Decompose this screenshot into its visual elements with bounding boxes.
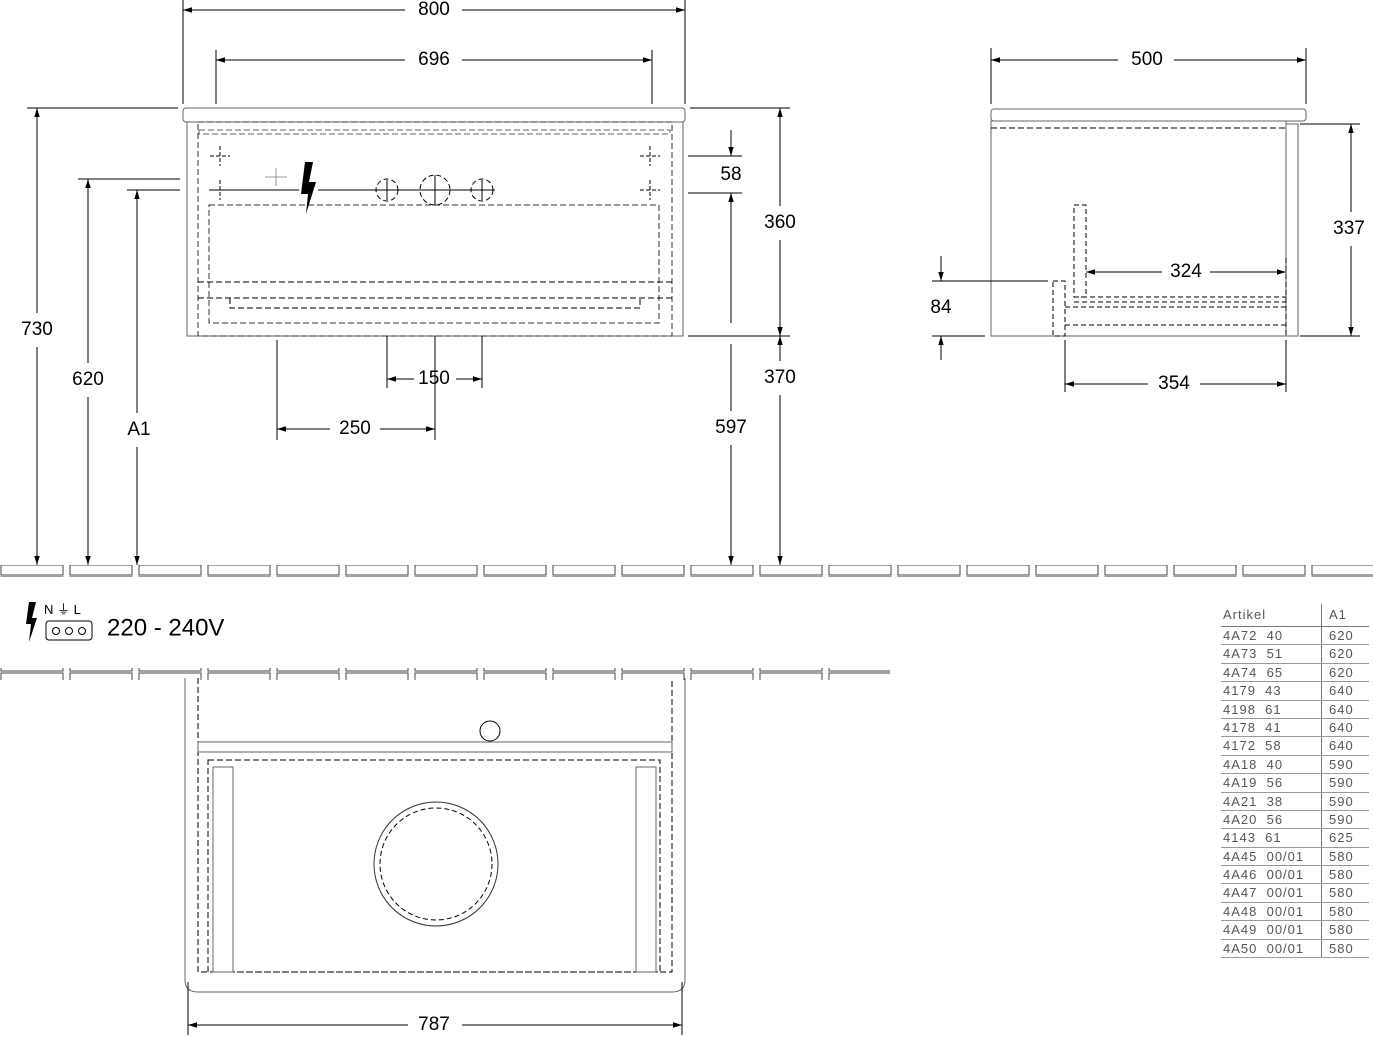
dim-58: 58 (720, 164, 741, 185)
table-row: 4A18 40 590 (1221, 755, 1369, 775)
artikel-cell: 4A47 00/01 (1221, 884, 1322, 902)
table-row: 4A72 40 620 (1221, 627, 1369, 646)
artikel-cell: 4A48 00/01 (1221, 902, 1322, 921)
a1-cell: 580 (1329, 903, 1354, 919)
table-header: Artikel A1 (1221, 604, 1369, 627)
a1-cell: 640 (1329, 683, 1354, 699)
table-row: 4178 41 640 (1221, 718, 1369, 738)
table-row: 4A46 00/01 580 (1221, 866, 1369, 885)
a1-cell: 625 (1329, 830, 1354, 846)
dim-696: 696 (418, 49, 450, 70)
table-row: 4A47 00/01 580 (1221, 884, 1369, 903)
table-row: 4A48 00/01 580 (1221, 902, 1369, 922)
table-row: 4A49 00/01 580 (1221, 921, 1369, 940)
a1-cell: 580 (1329, 922, 1354, 938)
a1-cell: 640 (1329, 738, 1354, 754)
a1-cell: 620 (1329, 664, 1354, 680)
dim-500: 500 (1131, 49, 1163, 70)
dim-620: 620 (72, 369, 104, 390)
artikel-cell: 4A18 40 (1221, 755, 1322, 774)
electrical-outlet-icon (301, 162, 316, 214)
artikel-cell: 4A50 00/01 (1221, 939, 1322, 958)
voltage-label: 220 - 240V (107, 614, 224, 641)
dim-370: 370 (764, 367, 796, 388)
artikel-cell: 4A73 51 (1221, 645, 1322, 663)
a1-cell: 620 (1329, 646, 1354, 662)
artikel-cell: 4178 41 (1221, 718, 1322, 737)
wall-line (0, 668, 890, 680)
dim-597: 597 (715, 417, 747, 438)
table-row: 4A19 56 590 (1221, 774, 1369, 793)
floor-line (0, 565, 1373, 577)
a1-cell: 590 (1329, 793, 1354, 809)
dim-800: 800 (418, 0, 450, 20)
artikel-cell: 4A45 00/01 (1221, 847, 1322, 866)
terminal-labels: N ⏚ L (44, 602, 81, 617)
dim-337: 337 (1333, 218, 1365, 239)
artikel-cell: 4179 43 (1221, 682, 1322, 700)
a1-cell: 580 (1329, 940, 1354, 956)
front-view (182, 107, 686, 337)
a1-cell: 640 (1329, 719, 1354, 735)
a1-cell: 590 (1329, 775, 1354, 791)
a1-cell: 620 (1329, 628, 1354, 643)
a1-cell: 580 (1329, 867, 1354, 883)
electrical-legend: N ⏚ L 220 - 240V (26, 602, 224, 642)
dim-730: 730 (21, 319, 53, 340)
dim-a1: A1 (127, 419, 150, 440)
table-row: 4172 58 640 (1221, 737, 1369, 756)
table-row: 4A73 51 620 (1221, 645, 1369, 664)
dim-354: 354 (1158, 373, 1190, 394)
plan-view (184, 678, 686, 1035)
dim-250: 250 (339, 418, 371, 439)
dim-324: 324 (1170, 261, 1202, 282)
a1-cell: 590 (1329, 811, 1354, 827)
lightning-icon (26, 602, 37, 642)
header-artikel: Artikel (1221, 604, 1322, 626)
dim-150: 150 (418, 368, 450, 389)
artikel-cell: 4A72 40 (1221, 627, 1322, 645)
a1-cell: 590 (1329, 756, 1354, 772)
a1-cell: 640 (1329, 701, 1354, 717)
table-row: 4143 61 625 (1221, 829, 1369, 848)
artikel-cell: 4198 61 (1221, 700, 1322, 718)
a1-cell: 580 (1329, 848, 1354, 864)
artikel-cell: 4A19 56 (1221, 774, 1322, 792)
dim-84: 84 (930, 297, 952, 318)
artikel-cell: 4143 61 (1221, 829, 1322, 847)
table-row: 4A74 65 620 (1221, 663, 1369, 683)
artikel-cell: 4A49 00/01 (1221, 921, 1322, 939)
artikel-cell: 4A21 38 (1221, 792, 1322, 810)
table-row: 4A20 56 590 (1221, 810, 1369, 830)
header-a1: A1 (1329, 607, 1347, 622)
artikel-cell: 4A74 65 (1221, 663, 1322, 682)
artikel-cell: 4172 58 (1221, 737, 1322, 755)
dim-360: 360 (764, 212, 796, 233)
artikel-cell: 4A20 56 (1221, 810, 1322, 829)
side-view (932, 48, 1360, 392)
artikel-cell: 4A46 00/01 (1221, 866, 1322, 884)
table-row: 4A50 00/01 580 (1221, 939, 1369, 959)
table-row: 4A21 38 590 (1221, 792, 1369, 811)
a1-cell: 580 (1329, 885, 1354, 901)
table-row: 4179 43 640 (1221, 682, 1369, 701)
dim-787: 787 (418, 1014, 450, 1035)
terminal-block-icon (45, 620, 93, 641)
table-row: 4198 61 640 (1221, 700, 1369, 719)
table-row: 4A45 00/01 580 (1221, 847, 1369, 867)
